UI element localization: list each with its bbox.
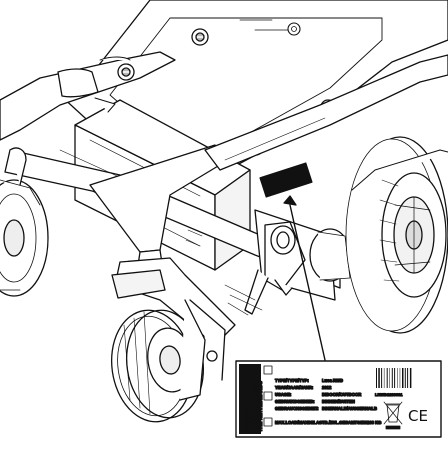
- detail-lines: [185, 229, 263, 316]
- icon-date: [263, 391, 273, 401]
- barcode-bar: [402, 368, 404, 388]
- barcode-bar: [407, 368, 409, 388]
- barcode-bar: [389, 368, 390, 388]
- icon-manufacturer: [263, 365, 273, 375]
- row-type-value: Luca RWD: [322, 378, 343, 383]
- barcode-bar: [378, 368, 380, 388]
- bolt: [117, 63, 135, 81]
- drive-wheel: [345, 136, 448, 334]
- barcode-bar: [409, 368, 412, 388]
- callout-leader-line: [289, 204, 326, 361]
- manufacturer-line-4: THE NETHERLANDS: [258, 380, 264, 432]
- ce-mark-icon: CE: [408, 407, 428, 425]
- row-usage-value: INDOOR/OUTDOOR: [322, 392, 361, 397]
- row-gebied-key: GEBRUIKSGEBIED:: [275, 399, 315, 404]
- manufacturer-line-2: LAGEDIJK 31: [248, 398, 254, 432]
- serial-number: LRWD1230001: [375, 392, 403, 397]
- manufacturer-line-1: VOLO C.V.: [243, 406, 249, 432]
- row-type-key: TYPE/TYPE/TYP:: [275, 378, 309, 383]
- row-gebied-value: BINNEN/BUITEN: [322, 399, 355, 404]
- bolt: [191, 28, 209, 46]
- row-maxload-value: 136 KG: [367, 420, 381, 425]
- barcode-bar: [404, 368, 406, 388]
- manufacturer-line-3: 5705 BX HELMOND: [253, 384, 259, 432]
- barcode-bar: [376, 368, 377, 388]
- left-wheel: [0, 147, 49, 297]
- callout-arrowhead: [283, 195, 297, 206]
- row-maxload-key: MAX.LOAD/MAXBELASTB./ZUL.GESAMTGEW.:: [275, 420, 369, 425]
- icon-serial: [263, 417, 273, 427]
- weee-bin-icon: [383, 401, 403, 430]
- label-location-marker: [259, 162, 313, 198]
- manufacturer-band: [239, 364, 261, 434]
- barcode-bar: [391, 368, 393, 388]
- row-gebiet-key: GEBRAUCHSGEBIET:: [275, 406, 319, 411]
- barcode-bar: [386, 368, 388, 388]
- row-gebiet-value: INNERHALB/AUSSERHALB: [322, 406, 377, 411]
- barcode-bar: [399, 368, 401, 388]
- brake-lever: [244, 221, 306, 315]
- barcode-bar: [381, 368, 383, 388]
- id-label-plate: VOLO C.V. LAGEDIJK 31 5705 BX HELMOND TH…: [235, 360, 442, 438]
- barcode-bar: [394, 368, 396, 388]
- barcode-bar: [397, 368, 398, 388]
- barcode-bar: [383, 368, 385, 388]
- row-year-value: 2012: [322, 385, 332, 390]
- front-caster: [110, 257, 236, 423]
- row-usage-key: USAGE:: [275, 392, 291, 397]
- row-year-key: YEAR/JAAR/JAHR:: [275, 385, 313, 390]
- barcode: [376, 368, 412, 388]
- upper-rail: [204, 54, 448, 171]
